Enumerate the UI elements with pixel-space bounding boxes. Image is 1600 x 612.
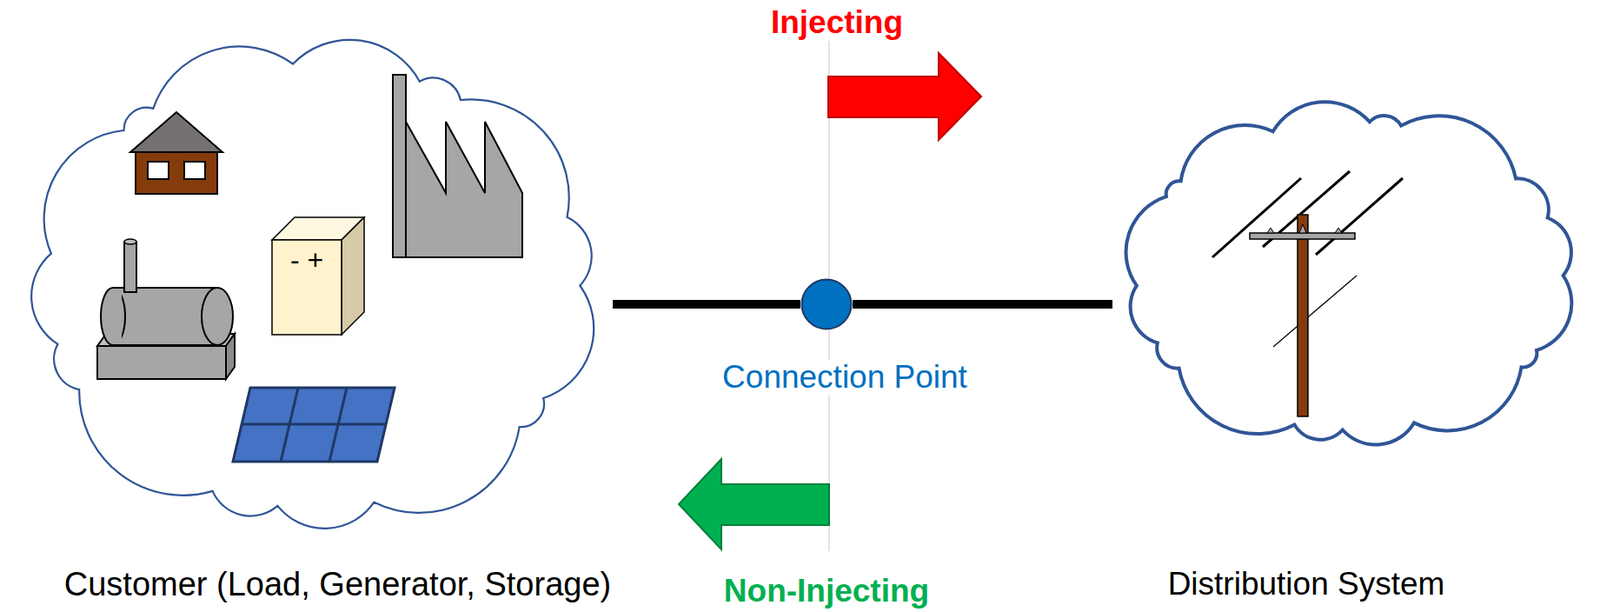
non-injecting-arrow (678, 458, 830, 550)
injecting-label: Injecting (767, 5, 907, 41)
connection-point: Connection Point (800, 278, 853, 331)
connection-point-text: Connection Point (718, 359, 971, 396)
injecting-arrow (828, 53, 982, 140)
connection-line (852, 299, 1113, 309)
connection-dot (802, 279, 852, 330)
battery-box-text: - + (290, 245, 324, 276)
non-injecting-label: Non-Injecting (720, 573, 933, 610)
connection-line (612, 299, 801, 309)
battery-box: - + (272, 239, 342, 335)
battery-face (341, 217, 365, 335)
battery-box-shape (272, 217, 365, 335)
distribution-cloud: Distribution System (1112, 97, 1587, 454)
connection-point-shape (800, 278, 853, 331)
generator-icon (97, 239, 235, 379)
utility-pole (1212, 171, 1403, 417)
customer-cloud-text: Customer (Load, Generator, Storage) (64, 566, 611, 604)
cloud-outline (1126, 101, 1573, 445)
solar-panel-icon (232, 387, 395, 462)
distribution-cloud-shape (1112, 97, 1587, 454)
house-icon (130, 112, 223, 194)
cloud-outline (31, 39, 594, 529)
customer-cloud: Customer (Load, Generator, Storage)- + (15, 30, 613, 541)
battery-face (272, 239, 342, 335)
factory-icon (392, 74, 523, 258)
distribution-cloud-text: Distribution System (1168, 566, 1446, 603)
